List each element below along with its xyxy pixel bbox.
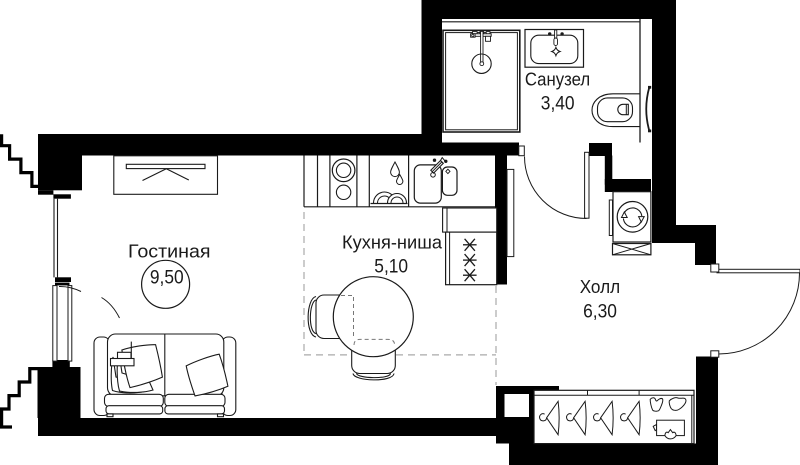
svg-text:Холл: Холл [580,276,620,297]
svg-text:5,10: 5,10 [374,257,408,278]
svg-text:3,40: 3,40 [541,93,575,114]
svg-text:9,50: 9,50 [150,267,184,288]
svg-text:6,30: 6,30 [583,301,617,322]
svg-text:Кухня-ниша: Кухня-ниша [342,231,443,252]
svg-text:Санузел: Санузел [525,68,590,89]
svg-text:Гостиная: Гостиная [128,240,211,261]
